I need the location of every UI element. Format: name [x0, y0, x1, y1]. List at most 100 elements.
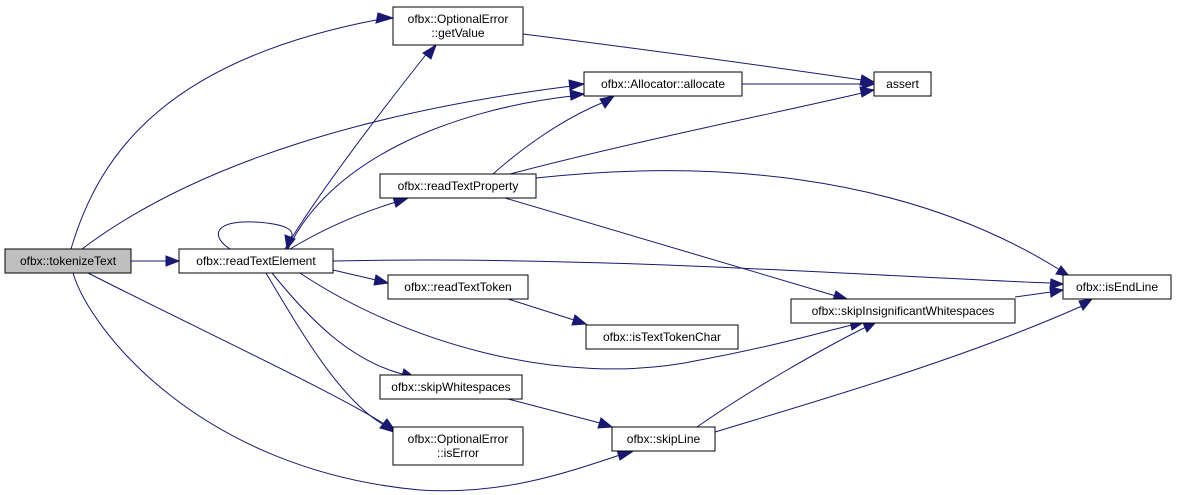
- call-edge: [332, 259, 1065, 290]
- edge-line: [507, 398, 601, 424]
- call-edge: [217, 221, 296, 251]
- node-skip-whitespaces[interactable]: ofbx::skipWhitespaces: [379, 374, 523, 400]
- node-label: ofbx::Allocator::allocate: [601, 77, 725, 91]
- node-box: [585, 324, 739, 350]
- node-skip-line[interactable]: ofbx::skipLine: [611, 426, 716, 452]
- call-edge: [70, 12, 395, 250]
- node-label: ofbx::skipInsignificantWhitespaces: [812, 304, 995, 318]
- call-edge: [284, 43, 437, 250]
- call-edge: [714, 298, 1094, 433]
- edge-line: [504, 197, 837, 297]
- node-box: [4, 248, 132, 274]
- node-label: assert: [886, 77, 919, 91]
- edge-line: [70, 19, 377, 250]
- arrowhead: [375, 12, 395, 24]
- node-box: [583, 71, 743, 97]
- call-edge: [87, 272, 398, 433]
- edge-line: [714, 305, 1083, 433]
- node-label: ofbx::readTextProperty: [398, 179, 519, 193]
- node-label: ofbx::readTextElement: [196, 254, 316, 268]
- edge-line: [265, 272, 385, 426]
- node-is-end-line[interactable]: ofbx::isEndLine: [1062, 274, 1172, 300]
- edge-line: [284, 51, 429, 250]
- edge-line: [299, 272, 853, 370]
- edge-line: [217, 221, 293, 250]
- node-optional-error-is-error[interactable]: ofbx::OptionalError::isError: [392, 426, 524, 466]
- edge-line: [72, 272, 621, 492]
- edge-line: [535, 170, 1061, 271]
- node-skip-insignificant-whitespaces[interactable]: ofbx::skipInsignificantWhitespaces: [790, 298, 1016, 324]
- arrowhead: [284, 234, 296, 251]
- call-edge: [509, 86, 876, 175]
- edge-line: [696, 326, 867, 428]
- call-edge: [492, 95, 616, 175]
- arrowhead: [597, 417, 614, 429]
- node-label: ofbx::isEndLine: [1076, 280, 1158, 294]
- call-edge: [535, 170, 1071, 277]
- call-edge: [332, 269, 390, 286]
- edges-layer: [70, 12, 1094, 492]
- node-box: [387, 274, 529, 300]
- arrowhead: [1049, 286, 1065, 298]
- arrowhead: [1049, 278, 1065, 290]
- node-box: [379, 173, 537, 199]
- call-edge: [696, 321, 878, 428]
- edge-line: [332, 269, 377, 281]
- arrowhead: [373, 274, 390, 286]
- node-tokenize-text[interactable]: ofbx::tokenizeText: [4, 248, 132, 274]
- node-read-text-token[interactable]: ofbx::readTextToken: [387, 274, 529, 300]
- node-assert[interactable]: assert: [873, 71, 932, 97]
- edge-line: [271, 272, 403, 375]
- arrowhead: [379, 419, 396, 433]
- arrowhead: [599, 95, 616, 109]
- call-edge: [265, 272, 396, 433]
- edge-line: [1014, 291, 1052, 298]
- call-edge: [72, 272, 634, 492]
- call-edge: [507, 398, 614, 429]
- call-edge: [507, 298, 588, 326]
- edge-line: [332, 259, 1052, 284]
- edge-line: [522, 33, 863, 81]
- node-label: ofbx::tokenizeText: [20, 254, 117, 268]
- node-box: [392, 6, 524, 46]
- edge-line: [81, 85, 573, 250]
- node-read-text-element[interactable]: ofbx::readTextElement: [178, 248, 334, 274]
- node-is-text-token-char[interactable]: ofbx::isTextTokenChar: [585, 324, 739, 350]
- node-label: ofbx::isTextTokenChar: [603, 330, 721, 344]
- node-label: ::isError: [437, 446, 479, 460]
- arrowhead: [1078, 298, 1094, 311]
- node-box: [790, 298, 1016, 324]
- arrowhead: [859, 86, 876, 98]
- edge-line: [287, 95, 573, 250]
- node-label: ::getValue: [431, 26, 484, 40]
- node-read-text-property[interactable]: ofbx::readTextProperty: [379, 173, 537, 199]
- edge-line: [509, 92, 863, 175]
- node-allocator-allocate[interactable]: ofbx::Allocator::allocate: [583, 71, 743, 97]
- node-label: ofbx::OptionalError: [408, 12, 509, 26]
- call-edge: [287, 89, 586, 250]
- edge-line: [492, 101, 605, 175]
- call-edge: [131, 255, 181, 267]
- arrowhead: [165, 255, 181, 267]
- node-label: ofbx::OptionalError: [408, 432, 509, 446]
- node-box: [1062, 274, 1172, 300]
- node-label: ofbx::skipLine: [627, 432, 701, 446]
- node-label: ofbx::skipWhitespaces: [391, 380, 510, 394]
- call-edge: [289, 196, 410, 250]
- call-edge: [504, 197, 849, 301]
- node-box: [873, 71, 932, 97]
- arrowhead: [861, 78, 876, 90]
- node-box: [392, 426, 524, 466]
- arrowhead: [422, 43, 437, 60]
- node-label: ofbx::readTextToken: [404, 280, 511, 294]
- node-optional-error-get-value[interactable]: ofbx::OptionalError::getValue: [392, 6, 524, 46]
- call-edge: [1014, 286, 1065, 298]
- call-edge: [81, 79, 586, 250]
- edge-line: [289, 201, 397, 250]
- edge-line: [87, 272, 387, 426]
- edge-line: [507, 298, 575, 321]
- node-box: [178, 248, 334, 274]
- arrowhead: [568, 79, 586, 91]
